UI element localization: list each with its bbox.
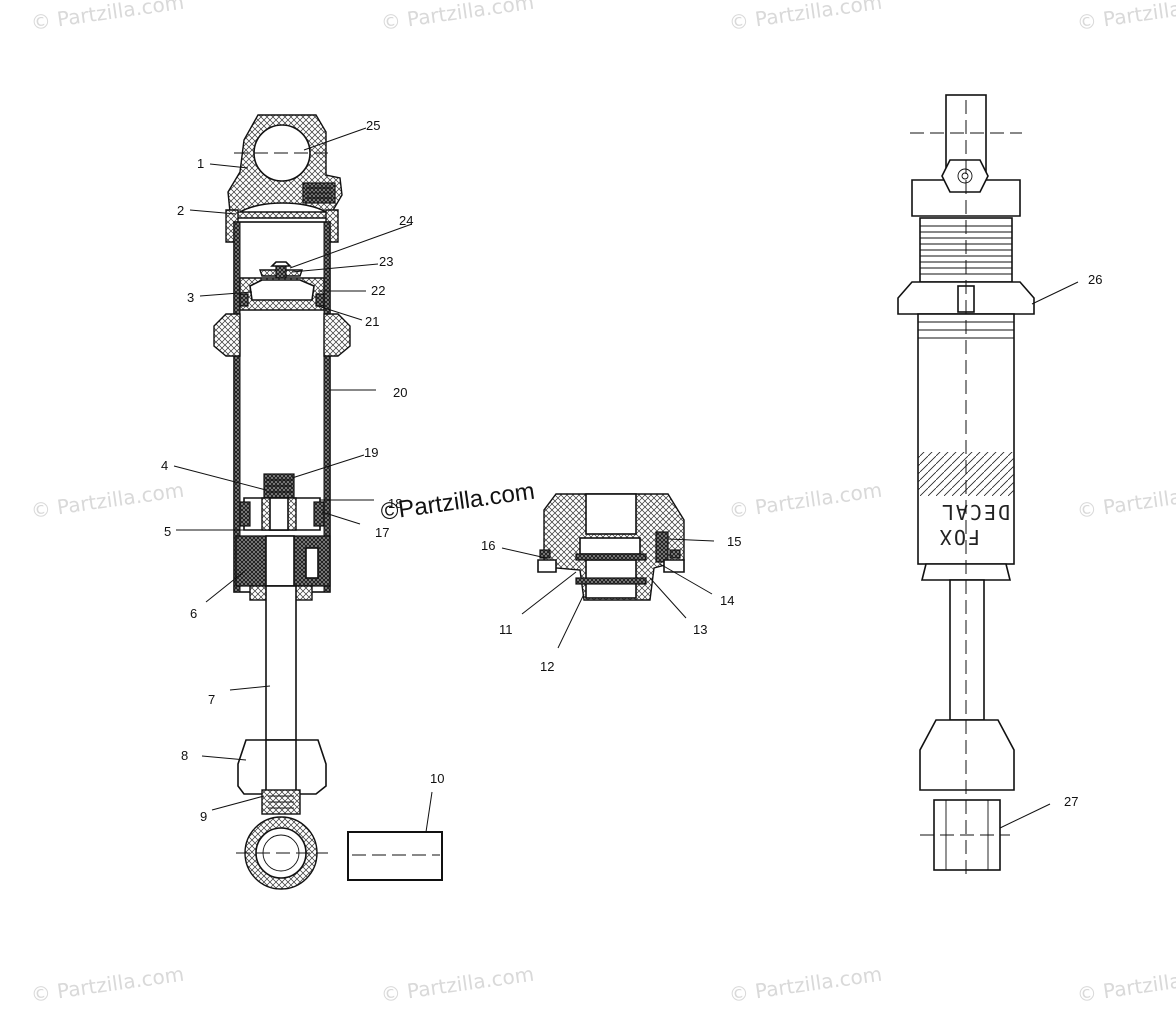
decal-text: FOX <box>938 525 980 549</box>
watermark: © Partzilla.com <box>379 962 535 1007</box>
callout-4: 4 <box>161 458 168 473</box>
callout-15: 15 <box>727 534 741 549</box>
callout-12: 12 <box>540 659 554 674</box>
callout-22: 22 <box>371 283 385 298</box>
callout-7: 7 <box>208 692 215 707</box>
callout-24: 24 <box>399 213 413 228</box>
callout-8: 8 <box>181 748 188 763</box>
seal-head-detail <box>537 493 685 601</box>
callout-27: 27 <box>1064 794 1078 809</box>
callout-labels: 1 2 3 4 5 6 7 8 9 10 11 12 13 14 15 16 1… <box>161 118 1102 824</box>
callout-3: 3 <box>187 290 194 305</box>
decal-text: DECAL <box>940 500 1010 524</box>
callout-6: 6 <box>190 606 197 621</box>
watermark: © Partzilla.com <box>29 0 185 35</box>
callout-14: 14 <box>720 593 734 608</box>
callout-13: 13 <box>693 622 707 637</box>
watermark: © Partzilla.com <box>1075 962 1176 1007</box>
watermark: © Partzilla.com <box>727 962 883 1007</box>
callout-1: 1 <box>197 156 204 171</box>
watermark: © Partzilla.com <box>29 962 185 1007</box>
callout-9: 9 <box>200 809 207 824</box>
callout-18: 18 <box>388 496 402 511</box>
watermark: © Partzilla.com <box>29 478 185 523</box>
watermark: © Partzilla.com <box>727 0 883 35</box>
callout-17: 17 <box>375 525 389 540</box>
leader-lines <box>173 127 1079 833</box>
callout-16: 16 <box>481 538 495 553</box>
callout-10: 10 <box>430 771 444 786</box>
callout-20: 20 <box>393 385 407 400</box>
watermark: © Partzilla.com <box>1075 0 1176 35</box>
watermark: © Partzilla.com <box>1075 478 1176 523</box>
callout-25: 25 <box>366 118 380 133</box>
watermark: © Partzilla.com <box>727 478 883 523</box>
shock-cross-section <box>213 114 443 890</box>
callout-2: 2 <box>177 203 184 218</box>
callout-5: 5 <box>164 524 171 539</box>
callout-26: 26 <box>1088 272 1102 287</box>
shock-external-view: DECAL FOX <box>897 94 1035 880</box>
callout-11: 11 <box>499 622 513 637</box>
callout-19: 19 <box>364 445 378 460</box>
callout-21: 21 <box>365 314 379 329</box>
brand-watermark: ©Partzilla.com <box>379 478 536 526</box>
watermark: © Partzilla.com <box>379 0 535 35</box>
callout-23: 23 <box>379 254 393 269</box>
